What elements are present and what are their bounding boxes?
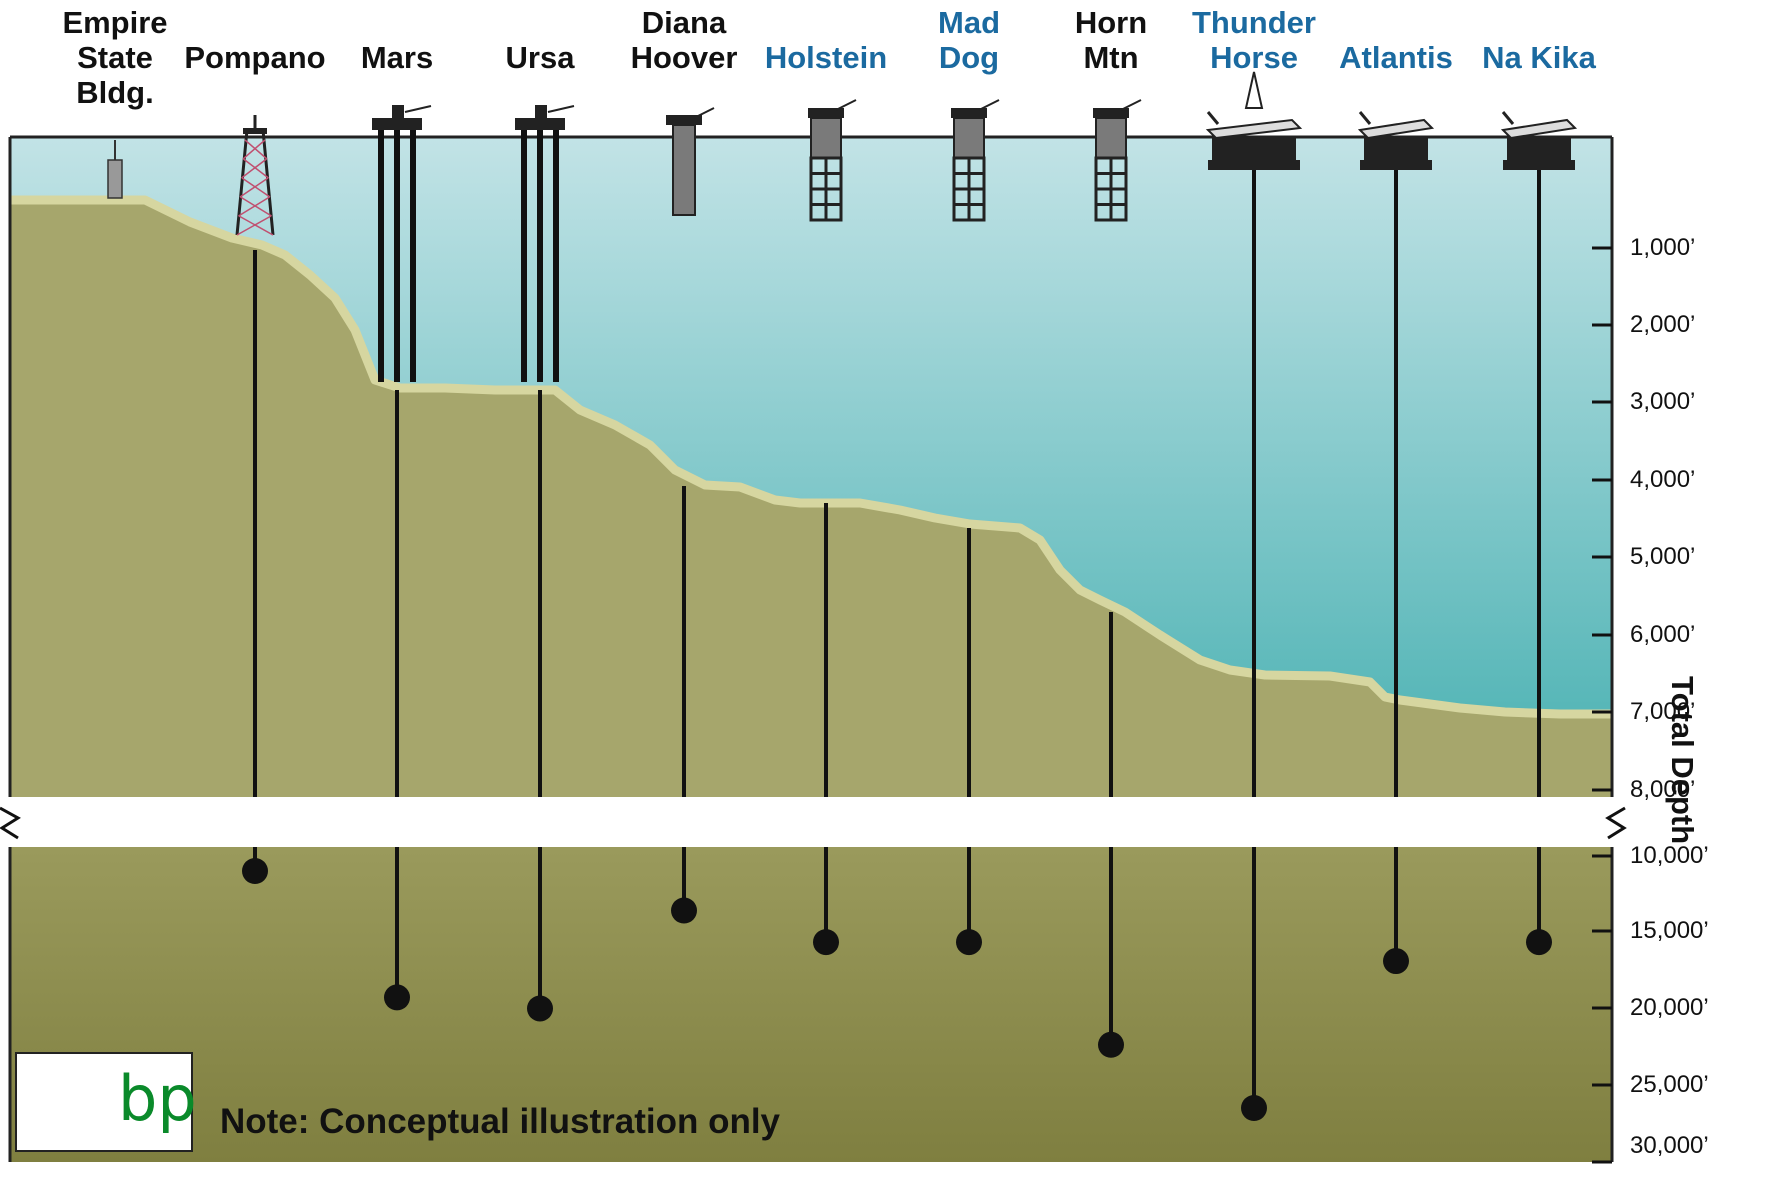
truss-spar-icon xyxy=(1093,99,1142,222)
tick-label: 20,000’ xyxy=(1630,994,1709,1021)
well-total-depth-marker xyxy=(956,929,982,956)
tick-label: 5,000’ xyxy=(1630,543,1696,570)
well-total-depth-marker xyxy=(1526,929,1552,956)
axis-title: Total Depth xyxy=(1665,676,1700,845)
bp-logo: bp xyxy=(15,1052,197,1152)
wells xyxy=(242,165,1552,1121)
platform-label: Thunder Horse xyxy=(1192,5,1316,75)
axis-break-right xyxy=(1605,806,1627,840)
platform-label: Pompano xyxy=(184,40,326,75)
tick-label: 25,000’ xyxy=(1630,1071,1709,1098)
truss-spar-icon xyxy=(808,99,857,222)
seabed-profile xyxy=(10,200,1612,797)
platform-label: Diana Hoover xyxy=(630,5,738,75)
platform-label: Mars xyxy=(360,40,434,75)
seabed-edge xyxy=(10,195,1612,719)
tension-leg-platform-icon xyxy=(515,105,575,382)
bp-logo-text: bp xyxy=(118,1062,197,1135)
well-total-depth-marker xyxy=(671,897,697,924)
tick-label: 3,000’ xyxy=(1630,388,1696,415)
tick-label: 30,000’ xyxy=(1630,1132,1709,1159)
tick-label: 4,000’ xyxy=(1630,466,1696,493)
deep-section xyxy=(10,847,1612,1162)
semisubmersible-icon xyxy=(1357,111,1435,170)
well-total-depth-marker xyxy=(384,984,410,1011)
tick-label: 10,000’ xyxy=(1630,842,1709,869)
tick-marks xyxy=(1592,246,1612,1164)
well-total-depth-marker xyxy=(527,995,553,1022)
structures xyxy=(107,71,1578,382)
disclaimer-note: Note: Conceptual illustration only xyxy=(220,1102,781,1141)
well-total-depth-marker xyxy=(242,858,268,884)
tick-label: 15,000’ xyxy=(1630,917,1709,944)
platform-label: Holstein xyxy=(764,40,888,75)
spar-platform-icon xyxy=(666,107,715,216)
tension-leg-platform-icon xyxy=(372,105,432,382)
platform-label: Empire State Bldg. xyxy=(62,5,168,110)
tick-label: 2,000’ xyxy=(1630,311,1696,338)
well-total-depth-marker xyxy=(813,929,839,956)
well-total-depth-marker xyxy=(1098,1031,1124,1058)
semisubmersible-icon xyxy=(1500,111,1578,170)
truss-spar-icon xyxy=(951,99,1000,222)
well-total-depth-marker xyxy=(1383,948,1409,975)
fixed-tower-icon xyxy=(235,115,275,236)
platform-label: Na Kika xyxy=(1482,40,1596,75)
platform-label: Ursa xyxy=(505,40,575,75)
axis-break-left xyxy=(0,806,21,840)
tick-label: 7,000’ xyxy=(1630,698,1696,725)
tick-label: 8,000’ xyxy=(1630,776,1696,803)
empire-state-building-icon xyxy=(107,159,123,199)
semisubmersible-icon xyxy=(1205,71,1303,170)
tick-label: 6,000’ xyxy=(1630,621,1696,648)
tick-label: 1,000’ xyxy=(1630,234,1696,261)
well-total-depth-marker xyxy=(1241,1095,1267,1121)
platform-label: Horn Mtn xyxy=(1074,5,1148,75)
platform-label: Atlantis xyxy=(1339,40,1453,75)
platform-label: Mad Dog xyxy=(938,5,1000,75)
